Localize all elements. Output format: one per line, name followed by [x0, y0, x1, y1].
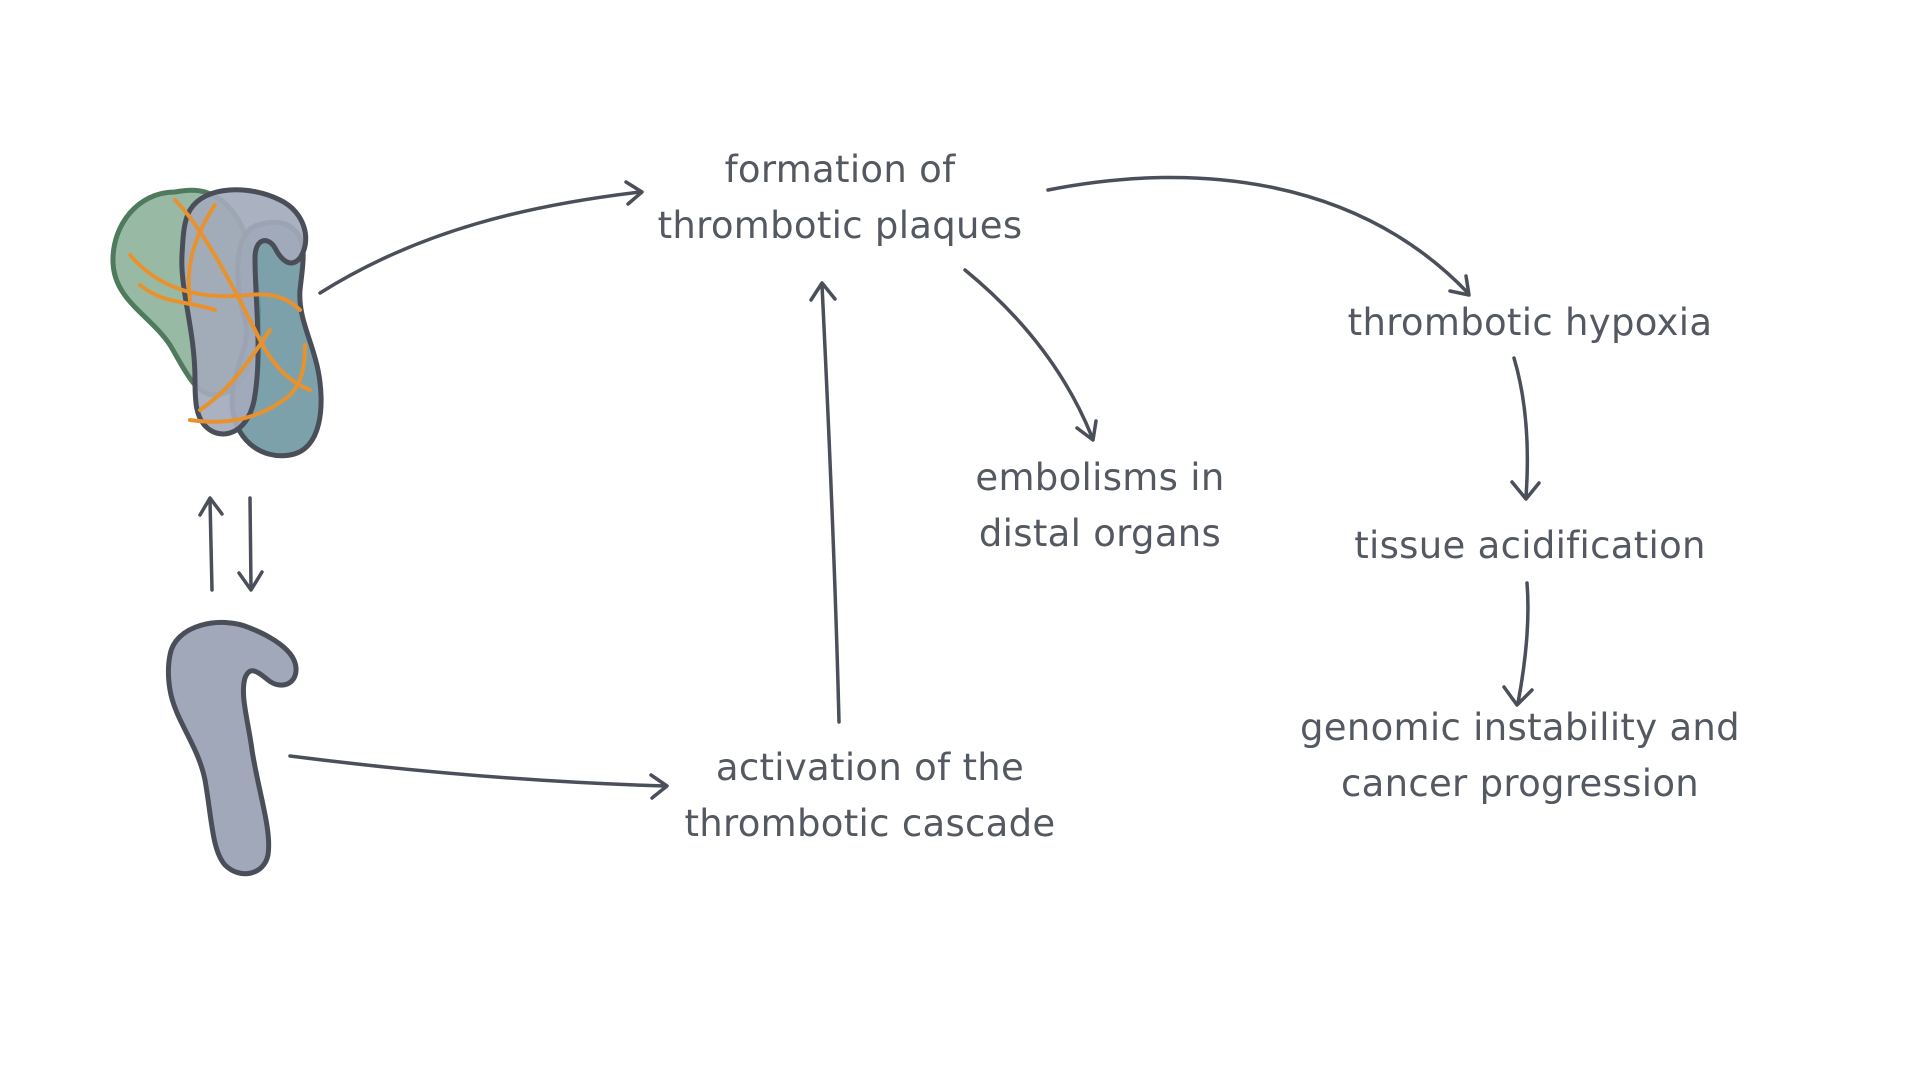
arrow-hypoxia-to-acidification-head [1510, 480, 1541, 501]
arrow-activation-to-formation-head [809, 281, 837, 302]
arrow-monomer-to-activation [288, 754, 667, 788]
arrow-aggregate-to-formation [318, 190, 642, 295]
arrow-hypoxia-to-acidification [1512, 356, 1530, 499]
aggregate-fibrils [128, 198, 312, 424]
node-activation-line1: activation of the [715, 746, 1025, 789]
equilibrium-arrows-icon [198, 496, 264, 592]
node-genomic-instability-and-cancer-progression: genomic instability and cancer progressi… [1270, 700, 1770, 812]
node-genomic-line1: genomic instability and [1300, 706, 1740, 749]
protein-monomer-icon [166, 619, 299, 877]
node-activation-line2: thrombotic cascade [684, 802, 1056, 845]
arrow-aggregate-to-formation-head [624, 180, 644, 206]
node-formation-line2: thrombotic plaques [657, 204, 1023, 247]
node-embolisms-line2: distal organs [978, 512, 1222, 555]
arrow-acidification-to-genomic [1516, 581, 1530, 705]
arrow-formation-to-hypoxia [1046, 175, 1470, 295]
arrow-formation-to-hypoxia-head [1448, 274, 1471, 297]
node-acidification-line1: tissue acidification [1354, 524, 1706, 567]
arrow-activation-to-formation [820, 283, 841, 724]
node-activation-of-thrombotic-cascade: activation of the thrombotic cascade [660, 740, 1080, 852]
node-formation-line1: formation of [724, 148, 956, 191]
node-genomic-line2: cancer progression [1340, 762, 1700, 805]
node-hypoxia-line1: thrombotic hypoxia [1347, 301, 1713, 344]
node-embolisms-in-distal-organs: embolisms in distal organs [920, 450, 1280, 562]
arrow-acidification-to-genomic-head [1502, 685, 1534, 707]
node-embolisms-line1: embolisms in [975, 456, 1225, 499]
protein-aggregate-icon [110, 187, 324, 459]
node-thrombotic-hypoxia: thrombotic hypoxia [1320, 295, 1740, 351]
node-tissue-acidification: tissue acidification [1320, 518, 1740, 574]
node-formation-of-thrombotic-plaques: formation of thrombotic plaques [630, 142, 1050, 254]
arrow-formation-to-embolisms [963, 268, 1094, 439]
arrow-monomer-to-activation-head [649, 773, 669, 800]
arrow-formation-to-embolisms-head [1075, 419, 1098, 442]
